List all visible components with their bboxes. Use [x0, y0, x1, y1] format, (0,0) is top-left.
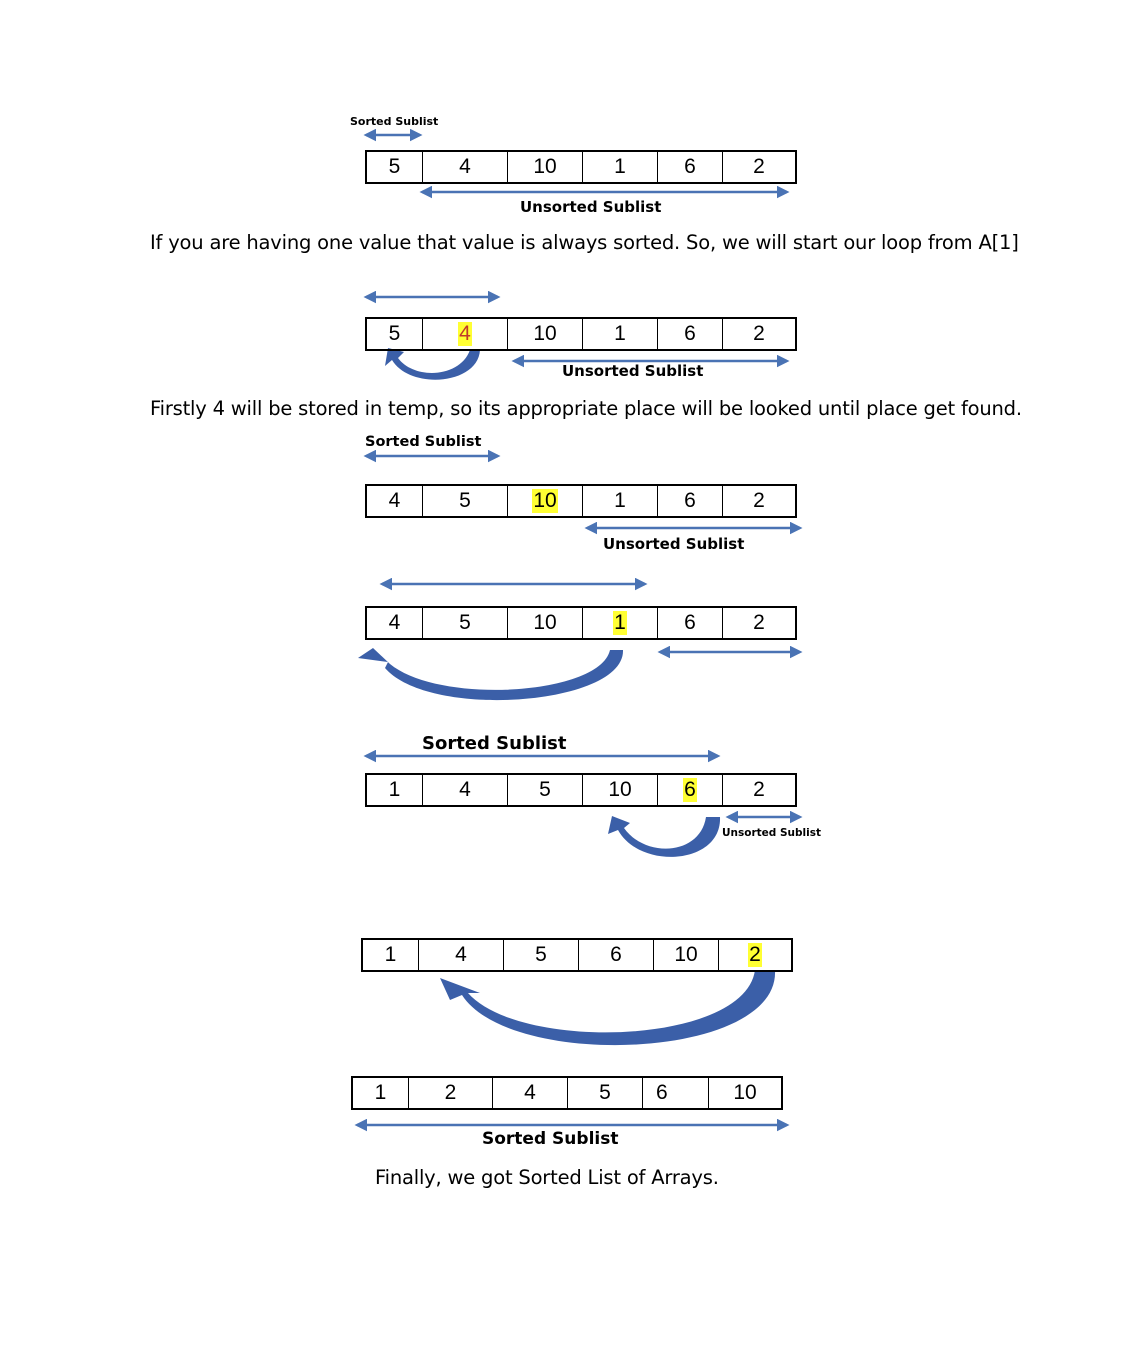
array-cell: 1 [363, 940, 419, 970]
array-cell: 4 [367, 486, 423, 516]
array-cell-highlighted: 4 [423, 319, 508, 349]
array-cell: 1 [353, 1078, 409, 1108]
curved-arrow-icon-6 [440, 970, 776, 1046]
array-cell: 1 [583, 319, 658, 349]
array-cell: 2 [753, 155, 765, 178]
array-cell-highlighted: 1 [583, 608, 658, 638]
array-cell: 6 [658, 608, 723, 638]
caption-final: Finally, we got Sorted List of Arrays. [375, 1166, 719, 1189]
array-cell-highlighted: 6 [658, 775, 723, 805]
array-cell: 5 [423, 608, 508, 638]
array-cell: 1 [367, 775, 423, 805]
unsorted-sublist-label: Unsorted Sublist [603, 535, 745, 553]
caption-intro: If you are having one value that value i… [150, 231, 1019, 254]
array-cell: 10 [654, 940, 719, 970]
array-cell: 6 [658, 152, 723, 182]
unsorted-sublist-label: Unsorted Sublist [520, 198, 662, 216]
array-cell: 10 [508, 608, 583, 638]
array-cell: 6 [579, 940, 654, 970]
array-cell: 1 [583, 486, 658, 516]
array-step-2: 5 4 10 1 6 2 [365, 317, 797, 351]
array-cell-highlighted: 2 [748, 943, 762, 967]
unsorted-sublist-label: Unsorted Sublist [562, 362, 704, 380]
array-cell: 4 [423, 152, 508, 182]
sorted-sublist-label: Sorted Sublist [365, 434, 482, 450]
array-cell: 6 [658, 319, 723, 349]
array-cell: 5 [508, 775, 583, 805]
array-step-3: 4 5 10 1 6 2 [365, 484, 797, 518]
array-cell: 5 [423, 486, 508, 516]
array-cell: 2 [753, 611, 765, 634]
caption-temp: Firstly 4 will be stored in temp, so its… [150, 397, 1022, 420]
array-step-5: 1 4 5 10 6 2 [365, 773, 797, 807]
curved-arrow-icon-2 [385, 348, 480, 380]
array-step-4: 4 5 10 1 6 2 [365, 606, 797, 640]
sorted-sublist-label: Sorted Sublist [422, 733, 567, 754]
unsorted-sublist-label: Unsorted Sublist [722, 827, 821, 839]
sorted-sublist-label: Sorted Sublist [350, 115, 439, 128]
array-cell: 5 [367, 319, 423, 349]
array-cell: 4 [493, 1078, 568, 1108]
array-cell: 2 [753, 489, 765, 512]
array-cell: 6 [658, 486, 723, 516]
array-step-1: 5 4 10 1 6 2 [365, 150, 797, 184]
array-step-7: 1 2 4 5 6 10 [351, 1076, 783, 1110]
array-cell: 10 [583, 775, 658, 805]
array-cell: 2 [409, 1078, 493, 1108]
array-cell: 10 [508, 319, 583, 349]
array-cell-highlighted: 10 [508, 486, 583, 516]
array-cell: 4 [423, 775, 508, 805]
array-cell: 2 [753, 778, 765, 801]
array-cell: 10 [733, 1081, 757, 1104]
array-cell: 6 [643, 1078, 709, 1108]
curved-arrow-icon-5 [608, 816, 721, 857]
array-cell: 4 [419, 940, 504, 970]
array-cell: 5 [367, 152, 423, 182]
array-step-6: 1 4 5 6 10 2 [361, 938, 793, 972]
array-cell: 4 [367, 608, 423, 638]
curved-arrow-icon-4 [358, 648, 624, 701]
array-cell: 5 [568, 1078, 643, 1108]
sorted-sublist-label: Sorted Sublist [482, 1129, 619, 1149]
array-cell: 10 [508, 152, 583, 182]
array-cell: 5 [504, 940, 579, 970]
array-cell: 1 [583, 152, 658, 182]
array-cell: 2 [753, 322, 765, 345]
